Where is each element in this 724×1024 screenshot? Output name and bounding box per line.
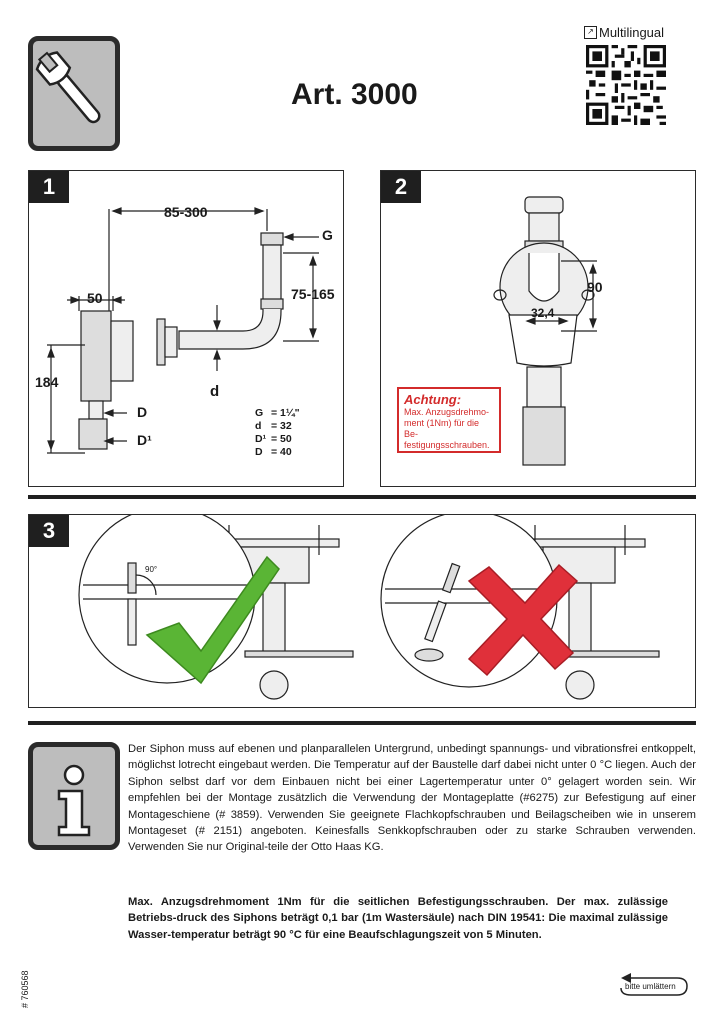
incorrect-cross-icon	[467, 563, 579, 677]
siphon-dimension-drawing	[47, 207, 319, 454]
panel-installation: 3	[28, 514, 696, 708]
turn-page-button[interactable]: bitte umlättern	[619, 970, 689, 996]
section-divider	[28, 495, 696, 499]
section-divider	[28, 721, 696, 725]
page-title: Art. 3000	[291, 78, 418, 111]
dim-184-label: 184	[35, 374, 59, 390]
spec-row: d= 32	[255, 420, 292, 432]
panel-number: 3	[29, 515, 69, 547]
dim-width-label: 85-300	[164, 204, 208, 220]
dim-height-label: 75-165	[291, 286, 335, 302]
panel-number: 1	[29, 171, 69, 203]
correct-checkmark-icon	[145, 555, 280, 685]
spec-list: G= 1¼" d= 32 D¹= 50 D= 40	[255, 407, 300, 459]
warning-line: Max. Anzugsdrehmo-	[404, 407, 490, 417]
multilingual-label: Multilingual	[599, 25, 665, 40]
warning-line: festigungsschrauben.	[404, 440, 490, 450]
info-paragraph: Der Siphon muss auf ebenen und planparal…	[128, 743, 696, 854]
dim-D1-label: D¹	[137, 432, 152, 448]
multilingual-label-row: ↗ Multilingual	[584, 25, 664, 40]
panel-number: 2	[381, 171, 421, 203]
spec-row: D¹= 50	[255, 433, 292, 445]
installation-comparison-drawing	[78, 515, 660, 700]
angle-label: 90°	[145, 565, 158, 574]
tool-icon-box	[28, 36, 120, 151]
dim-90-label: 90	[587, 279, 603, 295]
arrow-left-icon	[620, 973, 688, 996]
turn-page-label: bitte umlättern	[625, 982, 676, 991]
warning-box: Achtung: Max. Anzugsdrehmo- ment (1Nm) f…	[397, 387, 501, 453]
siphon-front-drawing	[493, 196, 597, 466]
qr-code[interactable]	[586, 45, 666, 125]
panel-front-view: 2 90 32,4 Achtung: Max. Anzug	[380, 170, 696, 487]
dim-D-label: D	[137, 404, 148, 420]
dim-324-label: 32,4	[531, 306, 555, 320]
spec-row: G= 1¼"	[255, 407, 300, 419]
dim-g-label: G	[322, 227, 333, 243]
dim-50-label: 50	[87, 290, 103, 306]
link-icon: ↗	[584, 26, 597, 39]
info-bold-paragraph: Max. Anzugsdrehmoment 1Nm für die seitli…	[128, 896, 668, 941]
panel-dimensions: 1	[28, 170, 344, 487]
spec-row: D= 40	[255, 446, 292, 458]
info-icon-box	[28, 742, 120, 850]
warning-title: Achtung:	[404, 392, 462, 407]
warning-line: ment (1Nm) für die Be-	[404, 418, 480, 439]
wrench-icon	[35, 51, 101, 124]
document-number: # 760568	[20, 970, 30, 1008]
dim-d-label: d	[210, 383, 220, 400]
info-icon	[57, 764, 91, 837]
